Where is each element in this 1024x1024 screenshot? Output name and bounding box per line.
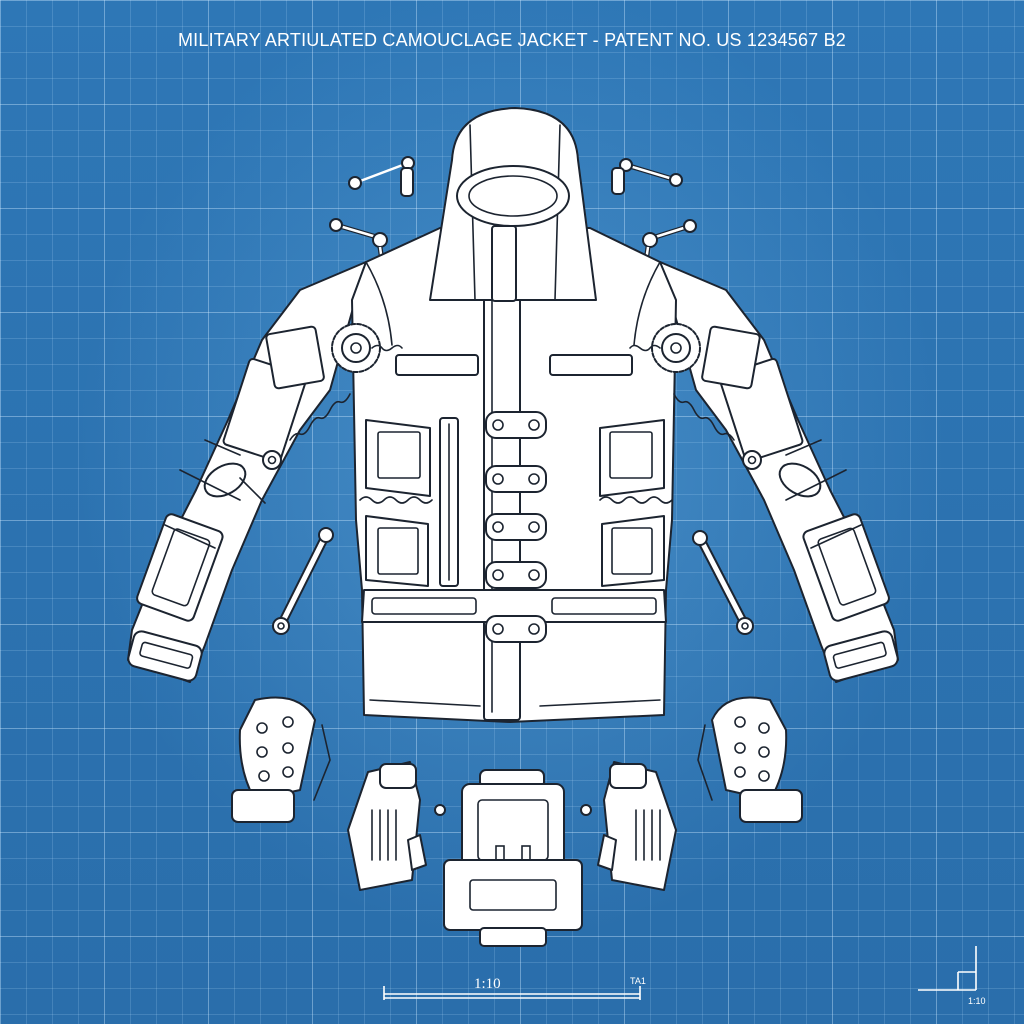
left-gauntlet (347, 761, 427, 891)
right-gauntlet (597, 761, 677, 891)
linkage-side-left (272, 527, 334, 635)
linkage-side-right (692, 530, 754, 635)
scale-label: 1:10 (474, 976, 501, 992)
corner-label: 1:10 (968, 996, 986, 1006)
buckle (485, 465, 547, 493)
left-chest-pocket (365, 419, 431, 497)
side-coil-cables (289, 393, 735, 504)
linkage-top-left (348, 156, 415, 197)
buckle (485, 615, 547, 643)
right-knee-pad (697, 696, 803, 823)
right-shoulder-gear (629, 323, 701, 373)
linkage-top-right (611, 158, 683, 195)
center-buckles (485, 411, 547, 643)
backpack-module (434, 769, 592, 947)
drawing-title: MILITARY ARTIULATED CAMOUCLAGE JACKET - … (177, 30, 846, 50)
hood (429, 107, 597, 302)
left-shoulder-gear (331, 323, 403, 373)
left-lower-pocket (365, 515, 429, 587)
left-sleeve (127, 261, 367, 683)
right-lower-pocket (601, 515, 665, 587)
right-chest-pocket (599, 419, 665, 497)
scale-bar (383, 986, 641, 1000)
scale-end-label: TA1 (630, 976, 646, 986)
right-sleeve (659, 261, 899, 683)
buckle (485, 513, 547, 541)
buckle (485, 411, 547, 439)
buckle (485, 561, 547, 589)
left-knee-pad (231, 696, 331, 823)
linkage-shoulder-right (641, 219, 697, 276)
corner-mark (918, 946, 977, 991)
